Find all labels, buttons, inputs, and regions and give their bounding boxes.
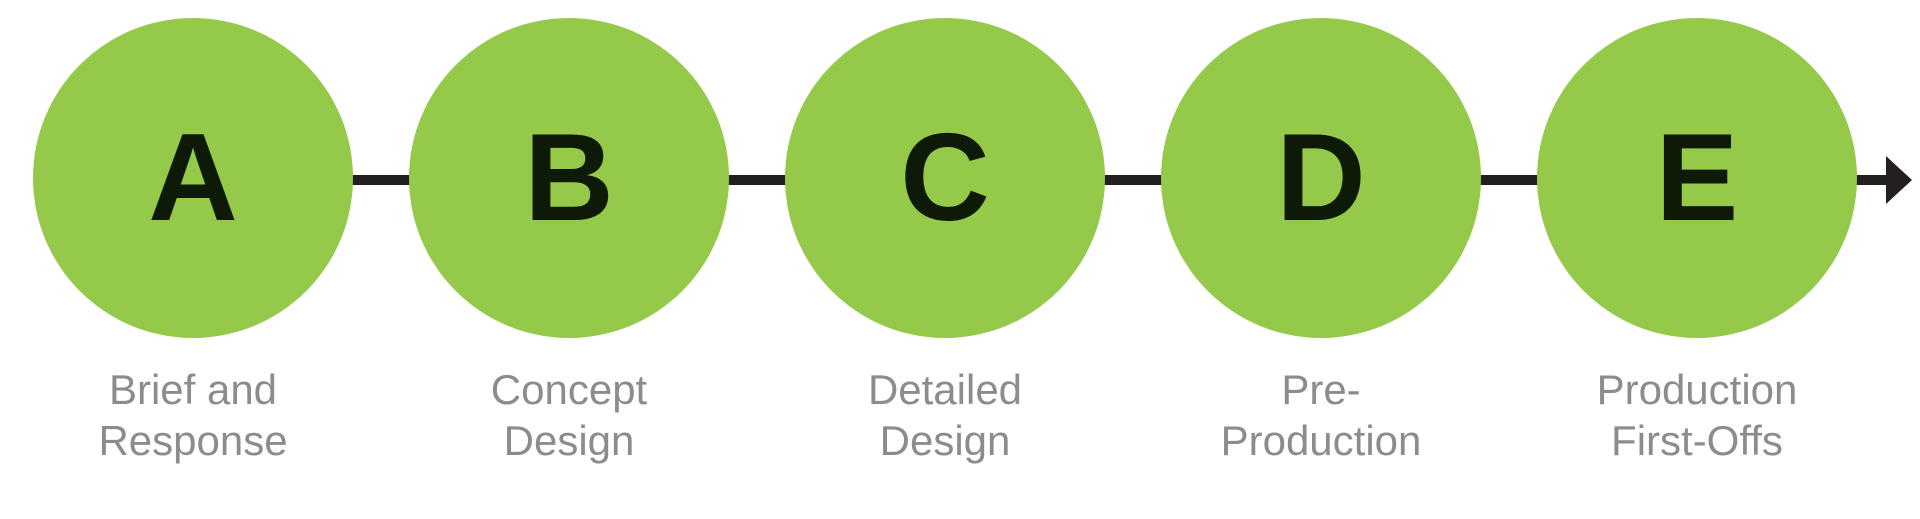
step-label: Production First-Offs: [1537, 364, 1857, 466]
step-label: Detailed Design: [785, 364, 1105, 466]
step-letter: B: [524, 109, 614, 247]
step-circle: C: [785, 18, 1105, 338]
step-a: A Brief and Response: [33, 18, 353, 466]
step-letter: D: [1276, 109, 1366, 247]
step-label-line: Production: [1596, 366, 1798, 413]
step-circle: B: [409, 18, 729, 338]
step-letter: A: [148, 109, 238, 247]
step-label: Pre- Production: [1161, 364, 1481, 466]
step-circle: A: [33, 18, 353, 338]
connector-line: [726, 175, 786, 185]
step-label-line: First-Offs: [1611, 417, 1783, 464]
step-circle: E: [1537, 18, 1857, 338]
step-label: Concept Design: [409, 364, 729, 466]
connector-line: [350, 175, 410, 185]
step-label-line: Production: [1220, 417, 1422, 464]
step-e: E Production First-Offs: [1537, 18, 1857, 466]
step-label-line: Brief and: [108, 366, 278, 413]
step-label-line: Design: [503, 417, 635, 464]
step-d: D Pre- Production: [1161, 18, 1481, 466]
step-label-line: Detailed: [867, 366, 1023, 413]
step-letter: E: [1655, 109, 1739, 247]
connector-line-end: [1854, 175, 1888, 185]
step-label-line: Concept: [490, 366, 648, 413]
connector-line: [1478, 175, 1538, 185]
step-label-line: Response: [98, 417, 288, 464]
connector-line: [1102, 175, 1162, 185]
step-label-line: Pre-: [1281, 366, 1361, 413]
step-label-line: Design: [879, 417, 1011, 464]
step-circle: D: [1161, 18, 1481, 338]
step-letter: C: [900, 109, 990, 247]
arrow-head-icon: [1886, 156, 1912, 204]
step-c: C Detailed Design: [785, 18, 1105, 466]
step-label: Brief and Response: [33, 364, 353, 466]
step-b: B Concept Design: [409, 18, 729, 466]
